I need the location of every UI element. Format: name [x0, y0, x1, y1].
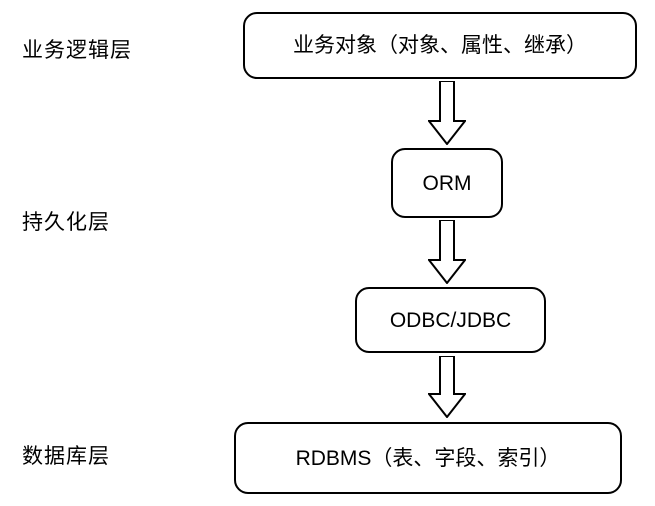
node-rdbms-label: RDBMS（表、字段、索引） — [295, 446, 561, 470]
node-orm-label: ORM — [422, 171, 472, 195]
arrow-business-to-orm — [428, 81, 466, 145]
layer-label-database: 数据库层 — [22, 445, 110, 468]
node-orm[interactable]: ORM — [391, 148, 503, 218]
node-business-object[interactable]: 业务对象（对象、属性、继承） — [243, 12, 637, 79]
node-odbc-jdbc-label: ODBC/JDBC — [389, 308, 512, 332]
layer-label-persistence: 持久化层 — [22, 211, 110, 234]
arrow-odbc-to-rdbms — [428, 356, 466, 418]
arrow-orm-to-odbc — [428, 220, 466, 284]
node-odbc-jdbc[interactable]: ODBC/JDBC — [355, 287, 546, 353]
node-business-object-label: 业务对象（对象、属性、继承） — [293, 34, 587, 57]
layer-label-business: 业务逻辑层 — [22, 39, 132, 62]
node-rdbms[interactable]: RDBMS（表、字段、索引） — [234, 422, 622, 494]
